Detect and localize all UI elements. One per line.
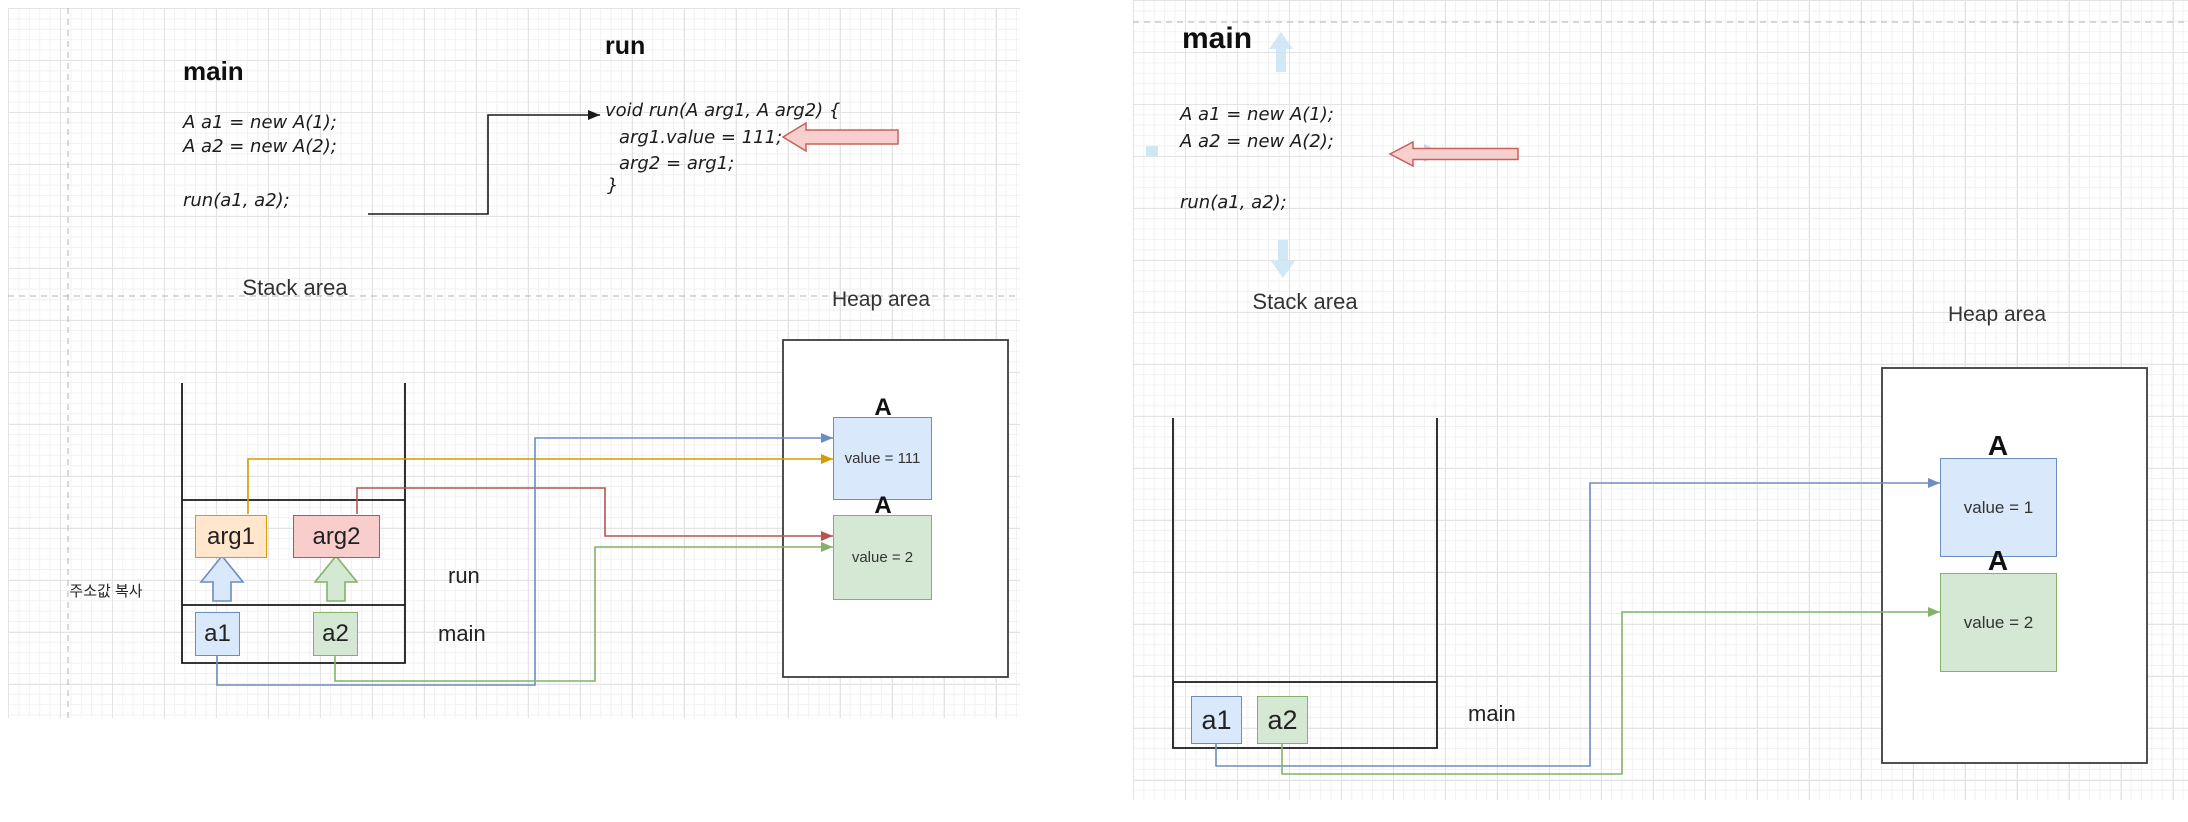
copy-annotation: 주소값 복사 xyxy=(69,583,143,600)
left-stack-area-label: Stack area xyxy=(242,275,348,300)
left-run-frame-label: run xyxy=(448,563,480,588)
right-heap-obj2-class: A xyxy=(1987,545,2009,576)
var-box-arg1: arg1 xyxy=(195,515,267,558)
left-code-line-1: A a1 = new A(1); xyxy=(183,112,337,133)
run-code-line-1: void run(A arg1, A arg2) { xyxy=(605,100,841,121)
run-code-line-4: } xyxy=(607,175,619,196)
left-canvas-grid xyxy=(8,8,1020,718)
left-main-frame-label: main xyxy=(438,621,486,646)
var-box-a1: a1 xyxy=(195,612,240,656)
right-main-title: main xyxy=(1182,22,1253,55)
left-code-line-3: run(a1, a2); xyxy=(183,190,290,211)
right-heap-obj1: value = 1 xyxy=(1940,458,2057,557)
run-code-line-2: arg1.value = 111; xyxy=(619,127,783,148)
var-box-a2: a2 xyxy=(313,612,358,656)
left-code-line-2: A a2 = new A(2); xyxy=(183,136,337,157)
right-var-box-a1: a1 xyxy=(1191,696,1242,744)
right-main-frame-label: main xyxy=(1468,701,1516,726)
right-stack-area-label: Stack area xyxy=(1252,289,1358,314)
left-heap-obj1: value = 111 xyxy=(833,417,932,500)
left-heap-obj2: value = 2 xyxy=(833,515,932,600)
left-heap-area-label: Heap area xyxy=(831,288,931,311)
left-main-title: main xyxy=(183,56,244,86)
run-title: run xyxy=(605,32,646,60)
right-heap-obj1-class: A xyxy=(1987,430,2009,461)
var-box-arg2: arg2 xyxy=(293,515,380,558)
run-code-line-3: arg2 = arg1; xyxy=(619,153,735,174)
left-heap-obj2-class: A xyxy=(874,492,892,519)
right-heap-obj2: value = 2 xyxy=(1940,573,2057,672)
right-code-line-1: A a1 = new A(1); xyxy=(1180,104,1334,125)
right-heap-area-label: Heap area xyxy=(1947,303,2047,326)
right-code-line-3: run(a1, a2); xyxy=(1180,192,1287,213)
left-heap-obj1-class: A xyxy=(874,394,892,421)
right-code-line-2: A a2 = new A(2); xyxy=(1180,131,1334,152)
right-var-box-a2: a2 xyxy=(1257,696,1308,744)
